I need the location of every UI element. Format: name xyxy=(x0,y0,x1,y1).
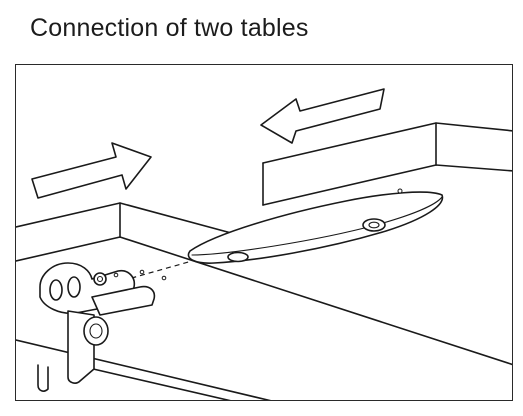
clamp-bracket xyxy=(37,262,167,392)
table-connection-diagram xyxy=(16,88,512,400)
left-table xyxy=(16,202,512,400)
page-title: Connection of two tables xyxy=(30,14,309,42)
diagram-frame xyxy=(15,64,513,401)
right-table xyxy=(262,122,512,206)
connector-plate xyxy=(187,188,444,264)
arrow-left-icon xyxy=(260,88,385,144)
arrow-right-icon xyxy=(31,142,152,199)
